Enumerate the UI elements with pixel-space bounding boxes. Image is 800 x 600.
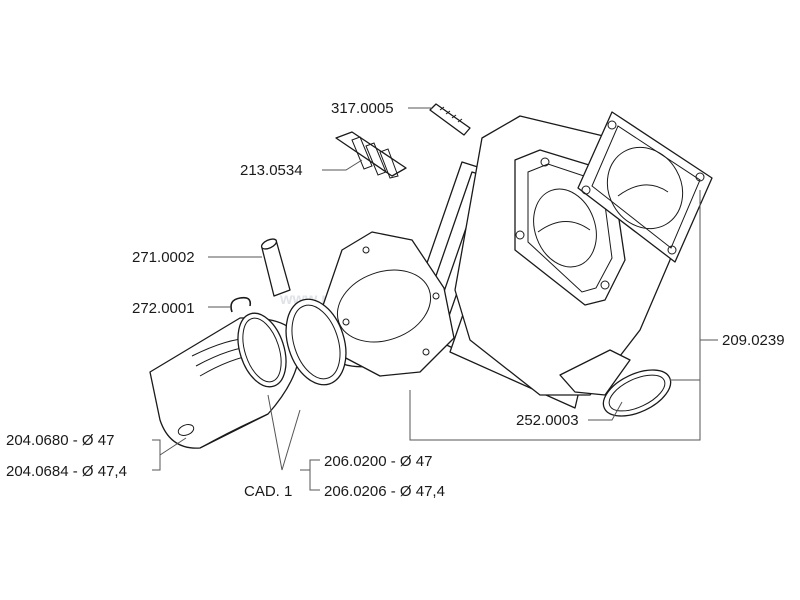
label-ring-a: 206.0200 - Ø 47	[324, 453, 432, 470]
label-pin: 271.0002	[132, 249, 195, 266]
cylinder-block	[409, 115, 691, 409]
label-gasket: 252.0003	[516, 412, 579, 429]
base-gasket	[317, 231, 455, 377]
label-screw: 317.0005	[331, 100, 394, 117]
label-cylinder: 209.0239	[722, 332, 785, 349]
screw-part	[429, 103, 471, 136]
circlip	[230, 296, 252, 313]
piston-pin	[260, 238, 291, 297]
leader-lines	[152, 107, 718, 491]
label-ring-b: 206.0206 - Ø 47,4	[324, 483, 445, 500]
label-piston-b: 204.0684 - Ø 47,4	[6, 463, 127, 480]
label-piston-a: 204.0680 - Ø 47	[6, 432, 114, 449]
label-reed: 213.0534	[240, 162, 303, 179]
label-cad: CAD. 1	[244, 483, 292, 500]
piston-rings	[237, 298, 347, 388]
label-clip: 272.0001	[132, 300, 195, 317]
intake-flange	[577, 111, 713, 263]
reed-plate	[335, 131, 407, 179]
